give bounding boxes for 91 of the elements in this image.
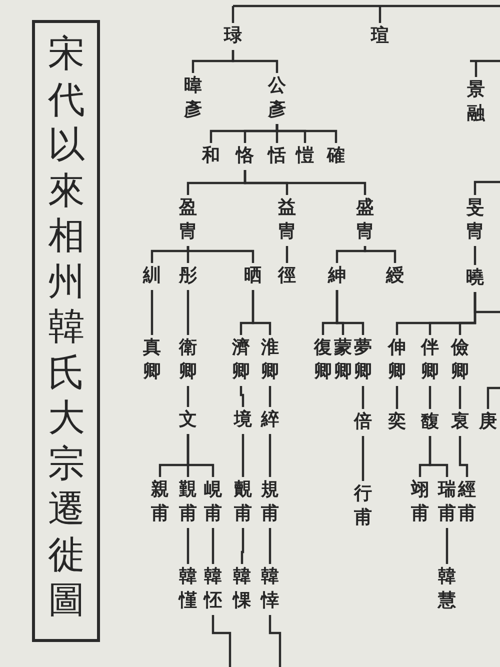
name-label: 伴卿 xyxy=(421,336,439,384)
name-label: 暐彥 xyxy=(184,74,202,122)
name-label: 紃 xyxy=(143,264,161,288)
name-label: 覲甫 xyxy=(179,478,197,526)
connector-line xyxy=(446,528,448,564)
name-label: 奕 xyxy=(388,410,406,434)
connector-line xyxy=(244,170,366,195)
name-label: 公彥 xyxy=(268,74,286,122)
name-label: 衛卿 xyxy=(179,336,197,384)
connector-line xyxy=(474,292,500,314)
name-label: 恬 xyxy=(268,144,286,168)
name-label: 確 xyxy=(327,144,345,168)
connector-line xyxy=(186,528,190,564)
connector-line xyxy=(240,528,244,564)
connector-line xyxy=(268,434,272,477)
name-label: 文 xyxy=(179,408,197,432)
connector-line xyxy=(212,528,214,564)
name-label: 恪 xyxy=(236,144,254,168)
connector-line xyxy=(428,386,432,409)
name-label: 韓慬 xyxy=(179,565,197,613)
connector-line xyxy=(396,386,398,409)
title-banner: 宋代以來相州韓氏大宗遷徙圖 xyxy=(32,20,100,642)
connector-line xyxy=(186,246,254,263)
name-label: 綬 xyxy=(386,264,404,288)
name-label: 伸卿 xyxy=(388,336,406,384)
connector-line xyxy=(474,246,476,265)
connector-line xyxy=(150,290,154,335)
name-label: 盛冑 xyxy=(356,196,374,244)
name-label: 和 xyxy=(202,144,220,168)
name-label: 盈冑 xyxy=(179,196,197,244)
name-label: 綷 xyxy=(261,408,279,432)
name-label: 晒 xyxy=(244,264,262,288)
connector-line xyxy=(186,386,190,407)
name-label: 裒 xyxy=(451,410,469,434)
name-label: 愷 xyxy=(296,144,314,168)
connector-line xyxy=(364,246,396,263)
name-label: 翊甫 xyxy=(411,478,429,526)
name-label: 益冑 xyxy=(278,196,296,244)
name-label: 彤 xyxy=(179,264,197,288)
connector-line xyxy=(186,434,214,477)
name-label: 旻冑 xyxy=(466,196,484,244)
connector-line xyxy=(268,615,282,667)
name-label: 峴甫 xyxy=(204,478,222,526)
connector-line xyxy=(186,290,190,335)
name-label: 瑞甫 xyxy=(438,478,456,526)
name-label: 夢卿 xyxy=(354,336,372,384)
name-label: 復卿 xyxy=(314,336,332,384)
connector-line xyxy=(286,246,288,263)
connector-line xyxy=(268,528,272,564)
name-label: 規甫 xyxy=(261,478,279,526)
connector-line xyxy=(458,386,462,409)
connector-line xyxy=(474,180,500,195)
name-label: 儉卿 xyxy=(451,336,469,384)
connector-line xyxy=(252,290,272,335)
name-label: 韓悻 xyxy=(261,565,279,613)
connector-line xyxy=(240,386,244,407)
name-label: 韓怌 xyxy=(204,565,222,613)
name-label: 行甫 xyxy=(354,482,372,530)
connector-line xyxy=(276,124,338,143)
connector-line xyxy=(468,60,500,77)
name-label: 韓慧 xyxy=(438,565,456,613)
name-label: 徑 xyxy=(278,264,296,288)
connector-line xyxy=(362,386,364,409)
connector-line xyxy=(242,434,244,477)
name-label: 經甫 xyxy=(458,478,476,526)
name-label: 馥 xyxy=(421,410,439,434)
name-label: 韓惈 xyxy=(233,565,251,613)
name-label: 淮卿 xyxy=(261,336,279,384)
name-label: 庚 xyxy=(479,410,497,434)
name-label: 境 xyxy=(234,408,252,432)
connector-line xyxy=(336,290,364,335)
connector-line xyxy=(268,386,272,407)
connector-line xyxy=(428,436,448,477)
connector-line xyxy=(212,615,232,667)
name-label: 紳 xyxy=(328,264,346,288)
name-label: 景融 xyxy=(467,78,485,126)
connector-line xyxy=(378,4,382,23)
name-label: 琭 xyxy=(224,24,242,48)
connector-line xyxy=(458,436,468,477)
name-label: 濟卿 xyxy=(232,336,250,384)
name-label: 倍 xyxy=(354,410,372,434)
name-label: 真卿 xyxy=(143,336,161,384)
connector-line xyxy=(232,4,234,23)
name-label: 瑄 xyxy=(371,24,389,48)
name-label: 曉 xyxy=(466,266,484,290)
connector-line xyxy=(362,436,364,481)
connector-line xyxy=(486,386,500,409)
connector-line xyxy=(232,50,278,73)
name-label: 親甫 xyxy=(151,478,169,526)
name-label: 覿甫 xyxy=(234,478,252,526)
name-label: 蒙卿 xyxy=(334,336,352,384)
